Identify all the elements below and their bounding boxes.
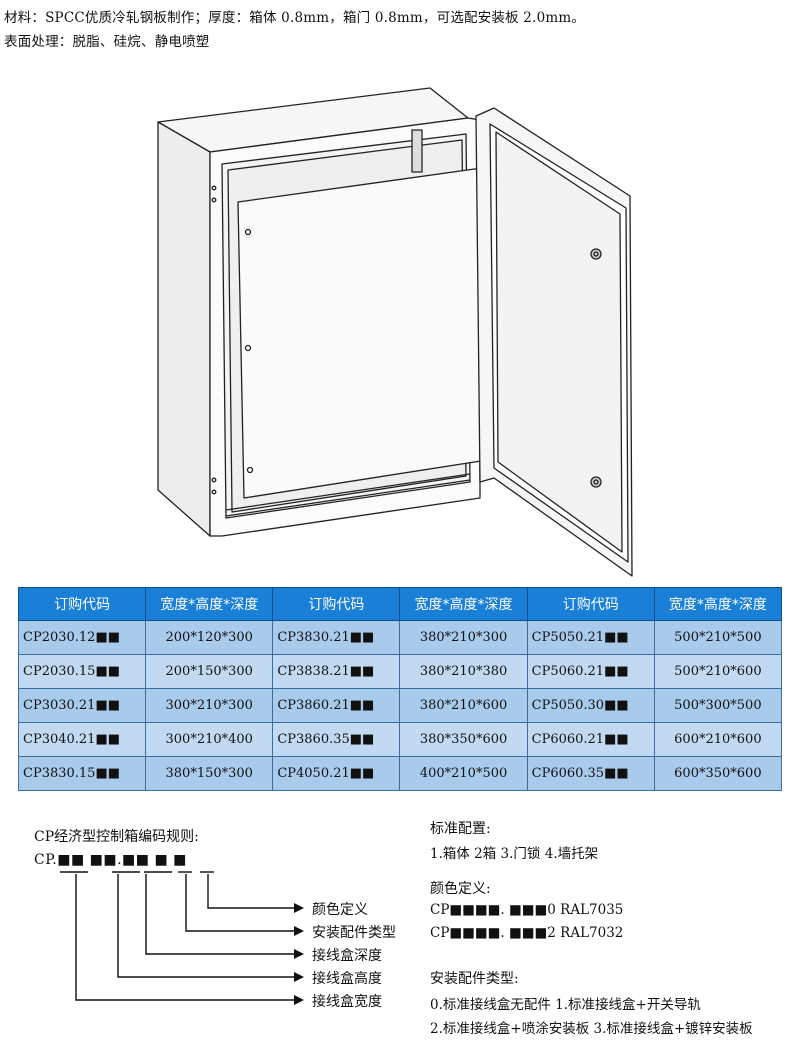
order-code-cell: CP3860.21■■ [272,688,401,723]
standard-config-title: 标准配置: [430,821,491,837]
order-code-cell: CP3838.21■■ [272,654,401,689]
standard-config-text: 1.箱体 2箱 3.门锁 4.墙托架 [430,846,599,862]
order-code-table: 订购代码 宽度*高度*深度 订购代码 宽度*高度*深度 订购代码 宽度*高度*深… [17,587,783,791]
dimension-cell: 300*210*300 [145,688,274,723]
coding-rule-code: CP.■■ ■■.■■ ■ ■ [34,852,187,868]
order-code-cell: CP3860.35■■ [272,722,401,757]
dimension-cell: 380*210*600 [399,688,528,723]
table-header-row: 订购代码 宽度*高度*深度 订购代码 宽度*高度*深度 订购代码 宽度*高度*深… [17,587,783,621]
material-spec: 材料：SPCC优质冷轧钢板制作；厚度：箱体 0.8mm，箱门 0.8mm，可选配… [4,10,586,26]
order-code-cell: CP5050.21■■ [526,620,655,655]
header-order-code: 订购代码 [272,587,401,621]
order-code-cell: CP4050.21■■ [272,756,401,791]
color-definition-line: CP■■■■. ■■■2 RAL7032 [430,925,624,941]
legend-accessory-type: 安装配件类型 [312,925,396,941]
header-order-code: 订购代码 [17,587,147,621]
accessory-type-line: 2.标准接线盒+喷涂安装板 3.标准接线盒+镀锌安装板 [430,1021,753,1037]
dimension-cell: 500*210*600 [653,654,783,689]
order-code-cell: CP2030.12■■ [17,620,147,655]
enclosure-drawing [157,87,633,577]
order-code-cell: CP6060.35■■ [526,756,655,791]
dimension-cell: 500*300*500 [653,688,783,723]
surface-treatment-spec: 表面处理：脱脂、硅烷、静电喷塑 [4,34,210,50]
order-code-cell: CP3030.21■■ [17,688,147,723]
dimension-cell: 380*210*300 [399,620,528,655]
table-row: CP2030.12■■ 200*120*300 CP3830.21■■ 380*… [17,620,783,655]
dimension-cell: 380*210*380 [399,654,528,689]
order-code-cell: CP3040.21■■ [17,722,147,757]
table-row: CP3040.21■■ 300*210*400 CP3860.35■■ 380*… [17,722,783,757]
dimension-cell: 400*210*500 [399,756,528,791]
header-dimensions: 宽度*高度*深度 [399,587,528,621]
header-dimensions: 宽度*高度*深度 [145,587,274,621]
header-order-code: 订购代码 [526,587,655,621]
color-definition-title: 颜色定义: [430,881,491,897]
legend-box-depth: 接线盒深度 [312,948,382,964]
dimension-cell: 600*210*600 [653,722,783,757]
color-definition-line: CP■■■■. ■■■0 RAL7035 [430,902,624,918]
dimension-cell: 600*350*600 [653,756,783,791]
header-dimensions: 宽度*高度*深度 [653,587,783,621]
dimension-cell: 380*150*300 [145,756,274,791]
accessory-type-title: 安装配件类型: [430,971,519,987]
dimension-cell: 380*350*600 [399,722,528,757]
order-code-cell: CP2030.15■■ [17,654,147,689]
table-row: CP3030.21■■ 300*210*300 CP3860.21■■ 380*… [17,688,783,723]
coding-rule-diagram [60,871,304,1005]
order-code-cell: CP6060.21■■ [526,722,655,757]
coding-rule-title: CP经济型控制箱编码规则: [34,829,199,845]
dimension-cell: 200*120*300 [145,620,274,655]
order-code-cell: CP3830.21■■ [272,620,401,655]
table-row: CP2030.15■■ 200*150*300 CP3838.21■■ 380*… [17,654,783,689]
order-code-cell: CP5060.21■■ [526,654,655,689]
order-code-cell: CP5050.30■■ [526,688,655,723]
order-code-cell: CP3830.15■■ [17,756,147,791]
dimension-cell: 300*210*400 [145,722,274,757]
legend-box-width: 接线盒宽度 [312,994,382,1010]
accessory-type-line: 0.标准接线盒无配件 1.标准接线盒+开关导轨 [430,997,701,1013]
table-row: CP3830.15■■ 380*150*300 CP4050.21■■ 400*… [17,756,783,791]
legend-color-definition: 颜色定义 [312,902,368,918]
dimension-cell: 200*150*300 [145,654,274,689]
legend-box-height: 接线盒高度 [312,971,382,987]
dimension-cell: 500*210*500 [653,620,783,655]
